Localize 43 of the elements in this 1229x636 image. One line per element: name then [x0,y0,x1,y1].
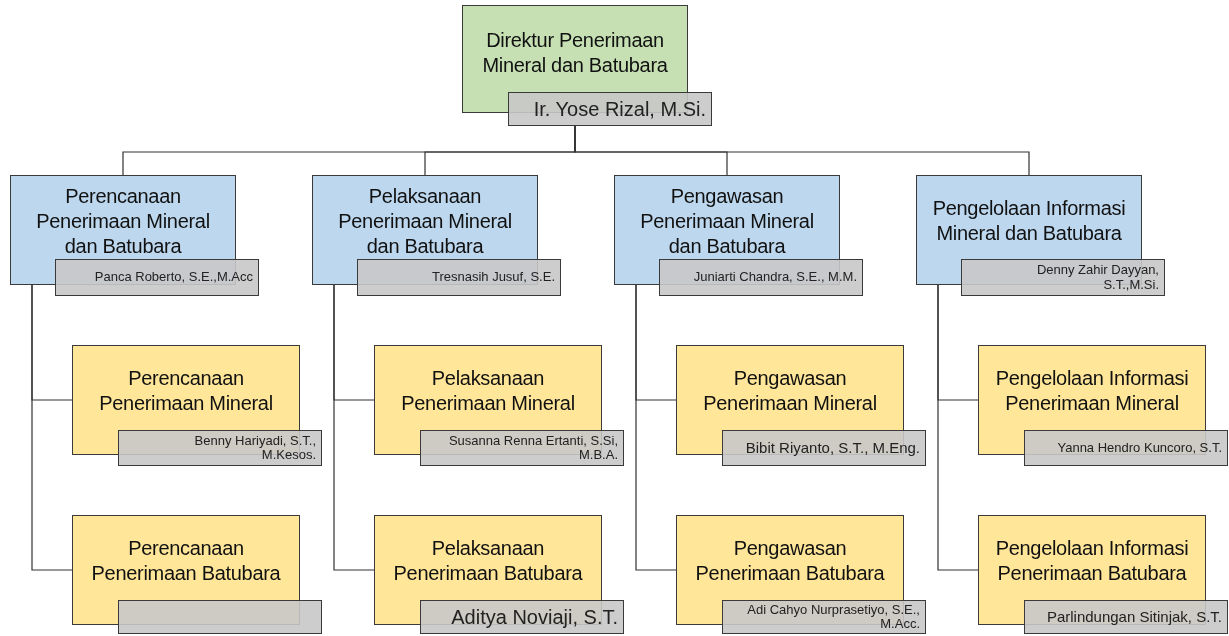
person-name: Parlindungan Sitinjak, S.T. [1046,608,1222,626]
name-plate [722,600,926,634]
name-plate [508,92,712,126]
person-name: Yanna Hendro Kuncoro, S.T. [1057,440,1222,456]
unit-title: Perencanaan Penerimaan Mineral dan Batubara [35,184,211,259]
connector-line [937,284,979,571]
unit-title: Pengawasan Penerimaan Batubara [694,536,886,586]
connector-line [635,284,677,571]
name-plate [357,259,561,296]
connector-line [31,284,73,571]
connector-line [574,125,1030,176]
name-plate [118,430,322,466]
unit-title: Perencanaan Penerimaan Mineral [98,366,274,416]
name-plate [1024,430,1228,466]
unit-title: Pengawasan Penerimaan Mineral [702,366,878,416]
person-name: Benny Hariyadi, S.T., M.Kesos. [193,433,316,463]
person-name: Aditya Noviaji, S.T. [451,606,618,628]
person-name: Bibit Riyanto, S.T., M.Eng. [745,439,920,457]
unit-title: Pelaksanaan Penerimaan Mineral dan Batubara [337,184,513,259]
name-plate [55,259,259,296]
person-name: Tresnasih Jusuf, S.E. [431,270,555,285]
unit-title: Pengelolaan Informasi Penerimaan Mineral [994,366,1190,416]
name-plate [420,600,624,634]
person-name: Juniarti Chandra, S.E., M.M. [693,270,857,285]
unit-title: Pengelolaan Informasi Mineral dan Batubara [931,196,1127,246]
person-name: Adi Cahyo Nurprasetiyo, S.E., M.Acc. [746,602,920,632]
person-name: Ir. Yose Rizal, M.Si. [533,98,706,120]
name-plate [722,430,926,466]
name-plate [659,259,863,296]
name-plate [1024,600,1228,634]
unit-title: Direktur Penerimaan Mineral dan Batubara [481,28,669,78]
name-plate [961,259,1165,296]
unit-title: Pelaksanaan Penerimaan Batubara [392,536,584,586]
connector-line [333,284,375,571]
unit-title: Pelaksanaan Penerimaan Mineral [400,366,576,416]
person-name: Denny Zahir Dayyan, S.T.,M.Si. [1035,263,1159,292]
name-plate [420,430,624,466]
person-name: Susanna Renna Ertanti, S.Si, M.B.A. [447,433,618,463]
unit-title: Pengelolaan Informasi Penerimaan Batubara [994,536,1190,586]
person-name: Panca Roberto, S.E.,M.Acc [94,270,253,285]
unit-title: Pengawasan Penerimaan Mineral dan Batubara [639,184,815,259]
unit-title: Perencanaan Penerimaan Batubara [90,536,282,586]
name-plate [118,600,322,634]
